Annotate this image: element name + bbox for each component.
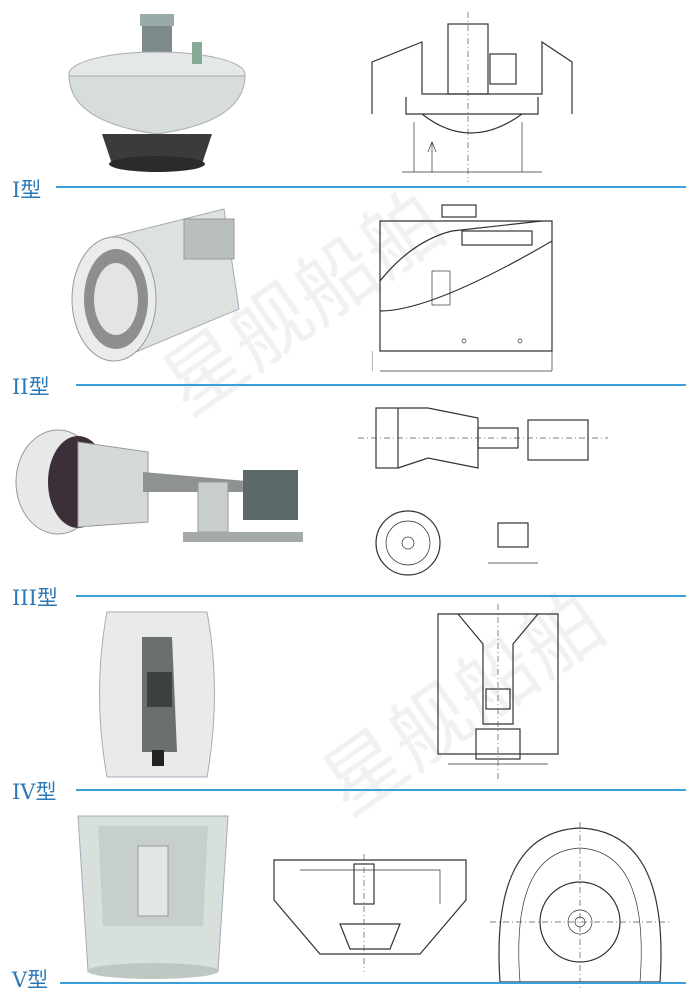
drawing-type-5 [273, 854, 467, 972]
drawing-type-2 [372, 204, 553, 372]
type-label: IV型 [12, 780, 57, 804]
fan-photo-type-2 [71, 208, 240, 362]
type-label: III型 [12, 586, 58, 610]
section-divider [76, 595, 686, 597]
fan-photo-type-4 [99, 611, 215, 778]
section-type-3: III型 [0, 392, 700, 610]
drawing-type-5-top-view [490, 822, 670, 990]
section-type-5: V型 [0, 800, 700, 1002]
section-divider [56, 186, 686, 188]
section-divider [76, 789, 686, 791]
drawing-type-4 [437, 604, 559, 782]
drawing-type-1 [371, 12, 573, 182]
type-label: I型 [12, 178, 42, 202]
drawing-type-3 [358, 407, 608, 576]
section-divider [60, 982, 686, 984]
type-label: V型 [12, 968, 49, 992]
section-type-4: IV型 [0, 598, 700, 804]
section-type-2: II型 [0, 195, 700, 399]
fan-photo-type-3 [15, 429, 303, 542]
fan-photo-type-1 [68, 14, 246, 172]
fan-photo-type-5 [77, 815, 229, 979]
section-divider [76, 384, 686, 386]
section-type-1: I型 [0, 0, 700, 202]
type-label: II型 [12, 375, 50, 399]
